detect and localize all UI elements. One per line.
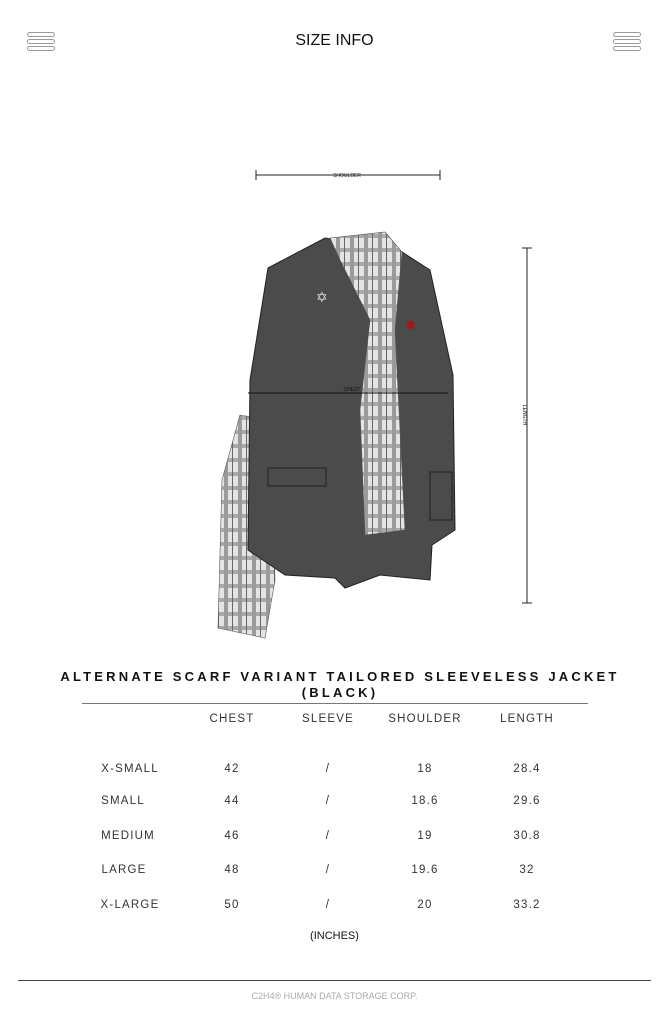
size-label: MEDIUM [101, 830, 155, 842]
right-menu-button[interactable] [613, 32, 641, 53]
jacket-diagram: ✡ CHEST LENGTH SHOULDER [217, 170, 532, 639]
table-cell: 29.6 [513, 795, 541, 807]
table-cell: / [325, 899, 331, 911]
table-cell: 50 [224, 899, 240, 911]
page-title: SIZE INFO [295, 32, 374, 49]
table-cell: 28.4 [513, 763, 541, 775]
units-label: (INCHES) [310, 930, 359, 942]
table-cell: 44 [224, 795, 240, 807]
product-title-line1: ALTERNATE SCARF VARIANT TAILORED SLEEVEL… [60, 669, 620, 684]
header-sleeve: SLEEVE [302, 713, 354, 725]
table-cell: 42 [224, 763, 240, 775]
product-title: ALTERNATE SCARF VARIANT TAILORED SLEEVEL… [60, 669, 620, 701]
header-length: LENGTH [500, 713, 554, 725]
size-label: X-LARGE [100, 899, 160, 911]
left-menu-button[interactable] [27, 32, 55, 53]
table-cell: 20 [417, 899, 433, 911]
svg-text:✡: ✡ [316, 289, 328, 305]
table-cell: 32 [519, 864, 535, 876]
table-cell: 19 [417, 830, 433, 842]
chest-label: CHEST [344, 387, 361, 393]
product-title-line2: (BLACK) [301, 685, 379, 700]
footer-divider [18, 980, 651, 981]
table-cell: 19.6 [411, 864, 439, 876]
table-cell: / [325, 864, 331, 876]
size-label: SMALL [101, 795, 145, 807]
footer-text: C2H4® HUMAN DATA STORAGE CORP. [251, 991, 418, 1001]
length-label: LENGTH [521, 405, 527, 426]
table-cell: / [325, 830, 331, 842]
table-cell: 46 [224, 830, 240, 842]
table-cell: 48 [224, 864, 240, 876]
size-label: X-SMALL [101, 763, 159, 775]
title-divider [82, 703, 588, 704]
table-cell: 30.8 [513, 830, 541, 842]
table-cell: 18.6 [411, 795, 439, 807]
jacket-body [247, 237, 456, 589]
table-cell: 18 [417, 763, 433, 775]
header-chest: CHEST [209, 713, 255, 725]
scarf-upper [329, 231, 406, 536]
table-cell: / [325, 763, 331, 775]
shoulder-measure-line [255, 170, 441, 180]
table-cell: / [325, 795, 331, 807]
length-measure-line [522, 247, 532, 604]
table-cell: 33.2 [513, 899, 541, 911]
header-shoulder: SHOULDER [388, 713, 462, 725]
shoulder-label: SHOULDER [333, 173, 361, 179]
size-label: LARGE [101, 864, 147, 876]
